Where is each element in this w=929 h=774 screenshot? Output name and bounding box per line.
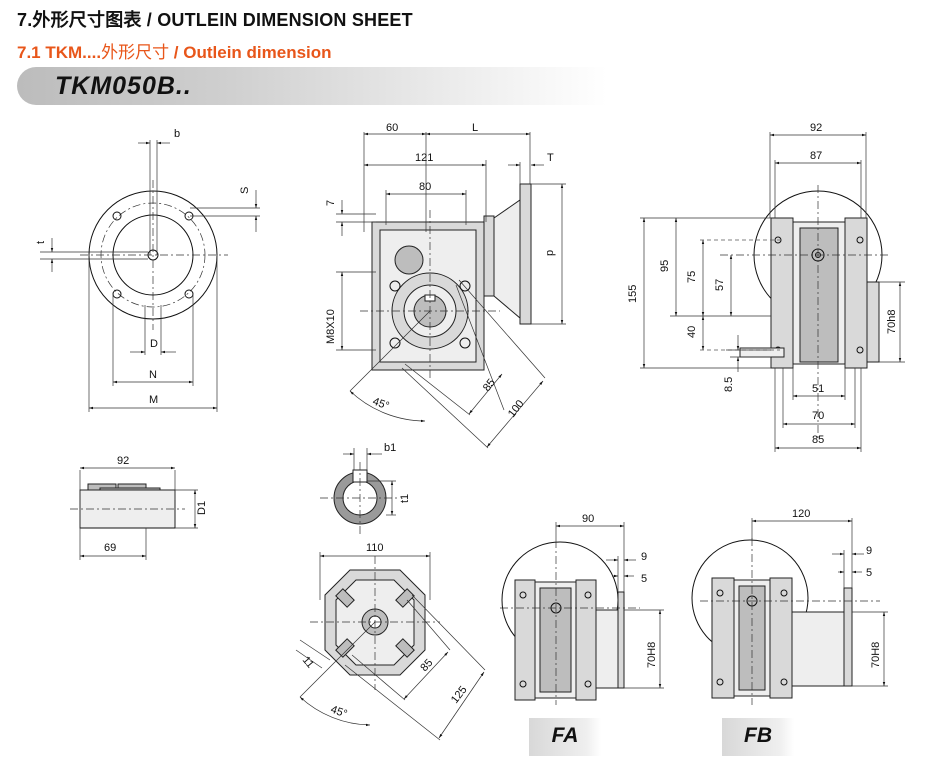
dim-40-label: 40 [686, 326, 698, 338]
dim-n-label: N [149, 369, 157, 381]
model-name: TKM050B.. [55, 72, 192, 100]
dim-t2-label: T [547, 152, 554, 164]
hollow-shaft-view: 92 D1 69 [70, 455, 208, 560]
shaft-d1-label: D1 [196, 501, 208, 515]
shaft-body [79, 489, 176, 529]
dim-85b-label: 85 [812, 434, 824, 446]
dim-92-label: 92 [810, 122, 822, 134]
dim-t-label: t [35, 241, 47, 244]
side-left-wall [770, 217, 794, 369]
front-view: 60 L 121 80 T p 7 M8X10 45° 85 100 [325, 122, 566, 449]
dim-51-label: 51 [812, 383, 824, 395]
square-flange-view: 110 45° 11 85 125 [295, 542, 486, 741]
worm-shaft-bore [394, 245, 424, 275]
dim-m-label: M [149, 394, 158, 406]
sheet-title: 7.外形尺寸图表 / OUTLEIN DIMENSION SHEET [17, 10, 413, 30]
side-shaft-body [799, 227, 839, 363]
fb-output-flange [791, 611, 845, 687]
dim-60-label: 60 [386, 122, 398, 134]
fb-tag: FB [722, 718, 794, 756]
fb-dim-120-label: 120 [792, 508, 810, 520]
dim-87-label: 87 [810, 150, 822, 162]
dim-80-label: 80 [419, 181, 431, 193]
dim-57-label: 57 [714, 279, 726, 291]
shaft-inner-label: 69 [104, 542, 116, 554]
subtitle-en: / Outlein dimension [169, 43, 332, 62]
fb-dim-5-label: 5 [866, 567, 872, 579]
dim-95-label: 95 [659, 260, 671, 272]
square-angle-label: 45° [329, 704, 349, 721]
fb-left-wall [711, 577, 735, 699]
dim-p-label: p [544, 250, 556, 256]
dim-125-label: 125 [449, 684, 470, 706]
fa-dim-90-label: 90 [582, 513, 594, 525]
dim-75-label: 75 [686, 271, 698, 283]
fa-view: 90 9 5 70H8 [500, 513, 664, 705]
fa-dim-70h8-label: 70H8 [646, 642, 658, 668]
flange-view: b S t D N M [35, 128, 260, 412]
side-view: 92 87 155 95 75 57 40 8.5 51 70 85 70h8 [627, 122, 905, 452]
dim-85-label: 85 [481, 377, 498, 394]
fa-tag: FA [529, 718, 601, 756]
angle-label: 45° [371, 396, 391, 413]
fb-dim-9-label: 9 [866, 545, 872, 557]
thread-label: M8X10 [325, 309, 337, 344]
dim-8-5-label: 8.5 [723, 377, 735, 392]
dim-110-label: 110 [366, 542, 384, 554]
fb-dim-70h8-label: 70H8 [870, 642, 882, 668]
dim-7-label: 7 [325, 200, 337, 206]
fa-dim-5-label: 5 [641, 573, 647, 585]
section-subtitle: 7.1 TKM....外形尺寸 / Outlein dimension [17, 38, 332, 63]
dim-85c-label: 85 [418, 657, 435, 674]
shaft-length-label: 92 [117, 455, 129, 467]
fb-tag-label: FB [744, 724, 772, 747]
dim-155-label: 155 [627, 285, 639, 303]
dim-d-label: D [150, 338, 158, 350]
dim-11-label: 11 [300, 654, 317, 670]
dim-b1-label: b1 [384, 442, 396, 454]
fa-output-flange [595, 609, 619, 689]
fa-tag-label: FA [551, 724, 579, 747]
dim-70-label: 70 [812, 410, 824, 422]
subtitle-prefix: 7.1 TKM.... [17, 43, 102, 62]
dim-121-label: 121 [415, 152, 433, 164]
subtitle-cn: 外形尺寸 [101, 43, 170, 62]
dim-t1-label: t1 [399, 494, 411, 503]
dim-l-label: L [472, 122, 478, 134]
input-flange [519, 183, 532, 325]
model-banner: TKM050B.. [17, 67, 607, 105]
keyway-section: b1 t1 [320, 442, 411, 534]
fb-view: 120 9 5 70H8 [691, 508, 888, 705]
input-flange-adapter [493, 199, 521, 320]
dim-100-label: 100 [506, 398, 527, 420]
dim-s-label: S [239, 187, 251, 194]
dim-70h8-label: 70h8 [886, 310, 898, 334]
fa-dim-9-label: 9 [641, 551, 647, 563]
dim-b-label: b [174, 128, 180, 140]
